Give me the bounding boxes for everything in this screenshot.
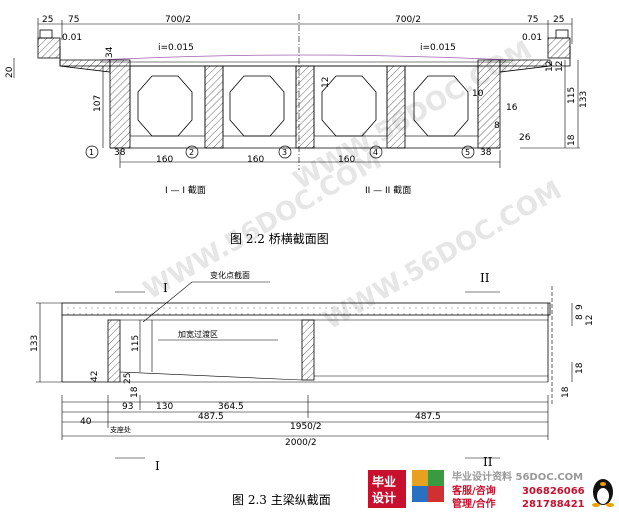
dim-label: 160: [247, 155, 264, 165]
dim-label: 34: [105, 46, 115, 58]
longitudinal-labels: I II I II 变化点截面 加宽过渡区 133 115 42 25 18 9…: [30, 270, 595, 507]
dim-label: 12: [585, 315, 595, 326]
dim-label: 18: [575, 362, 585, 374]
dim-label: 130: [156, 402, 173, 412]
brand-logo-text: 设计: [372, 490, 396, 505]
longitudinal-drawing: [36, 281, 573, 459]
dim-label: 10: [472, 89, 484, 99]
dim-label: 133: [579, 91, 589, 108]
dim-label: 18: [567, 134, 577, 146]
dim-label: 1950/2: [290, 422, 322, 432]
contact-label: 管理/合作: [452, 497, 496, 510]
marker-number: 4: [373, 148, 378, 157]
section-mark: II: [483, 455, 493, 469]
annotation-label: 变化点截面: [210, 270, 250, 280]
dim-label: 25: [123, 373, 133, 384]
marker-number: 5: [465, 148, 470, 157]
dim-label: 18: [130, 386, 140, 398]
section-label: I — I 截面: [165, 184, 206, 196]
qq-penguin-icon: [592, 479, 614, 507]
brand-logo: [368, 470, 406, 508]
dim-label: 25: [553, 15, 564, 25]
annotation-label: 加宽过渡区: [178, 329, 218, 339]
section-label: II — II 截面: [365, 184, 411, 196]
brand-logo-text: 毕业: [372, 474, 396, 489]
dim-label: 364.5: [218, 402, 244, 412]
dim-label: 25: [42, 15, 53, 25]
dim-label: 93: [122, 402, 133, 412]
dim-label: 42: [90, 371, 100, 382]
slope-label: i=0.015: [420, 43, 456, 53]
dim-label: 700/2: [395, 15, 421, 25]
brand-footer: 毕业 设计 毕业设计资料 56DOC.COM 客服/咨询 306826066 管…: [368, 470, 614, 510]
curb-label: 0.01: [62, 33, 82, 43]
marker-number: 1: [89, 148, 94, 157]
dim-label: 75: [68, 15, 79, 25]
dim-label: 107: [93, 95, 103, 112]
dim-label: 40: [80, 417, 92, 427]
dim-label: 700/2: [165, 15, 191, 25]
contact-number: 306826066: [522, 486, 585, 497]
dim-label: 160: [156, 155, 173, 165]
dim-label: 115: [567, 87, 577, 104]
dim-label: 487.5: [198, 412, 224, 422]
dim-label: 支座处: [110, 425, 131, 434]
dim-label: 26: [519, 133, 531, 143]
contact-number: 281788421: [522, 499, 585, 510]
dim-label: 487.5: [415, 412, 441, 422]
dim-label: 12: [545, 61, 555, 72]
dim-label: 20: [5, 66, 15, 78]
section-mark: II: [480, 271, 490, 285]
dim-label: 9: [575, 304, 585, 310]
dim-label: 133: [30, 335, 40, 352]
dim-label: 12: [555, 61, 565, 72]
section-mark: I: [163, 281, 168, 295]
dim-label: 160: [338, 155, 355, 165]
section-mark: I: [155, 459, 160, 473]
dim-label: 75: [527, 15, 538, 25]
contact-label: 客服/咨询: [451, 484, 496, 497]
puzzle-icon: [412, 470, 444, 502]
dim-label: 12: [321, 77, 331, 88]
marker-number: 3: [282, 148, 287, 157]
dim-label: 16: [506, 103, 518, 113]
dim-label: 38: [114, 148, 126, 158]
figure-caption: 图 2.2 桥横截面图: [230, 232, 329, 246]
dim-label: 8: [575, 314, 585, 320]
marker-number: 2: [189, 148, 194, 157]
brand-site: 毕业设计资料 56DOC.COM: [452, 470, 583, 483]
cross-section-labels: 25 75 700/2 700/2 75 25 0.01 0.01 i=0.01…: [5, 15, 589, 246]
dim-label: 2000/2: [285, 438, 317, 448]
dim-label: 18: [561, 386, 571, 398]
curb-label: 0.01: [522, 33, 542, 43]
dim-label: 8: [494, 121, 500, 131]
dim-label: 115: [131, 335, 141, 352]
figure-caption: 图 2.3 主梁纵截面: [232, 492, 331, 507]
cross-section-drawing: [13, 14, 580, 170]
dim-label: 38: [480, 148, 492, 158]
slope-label: i=0.015: [158, 43, 194, 53]
